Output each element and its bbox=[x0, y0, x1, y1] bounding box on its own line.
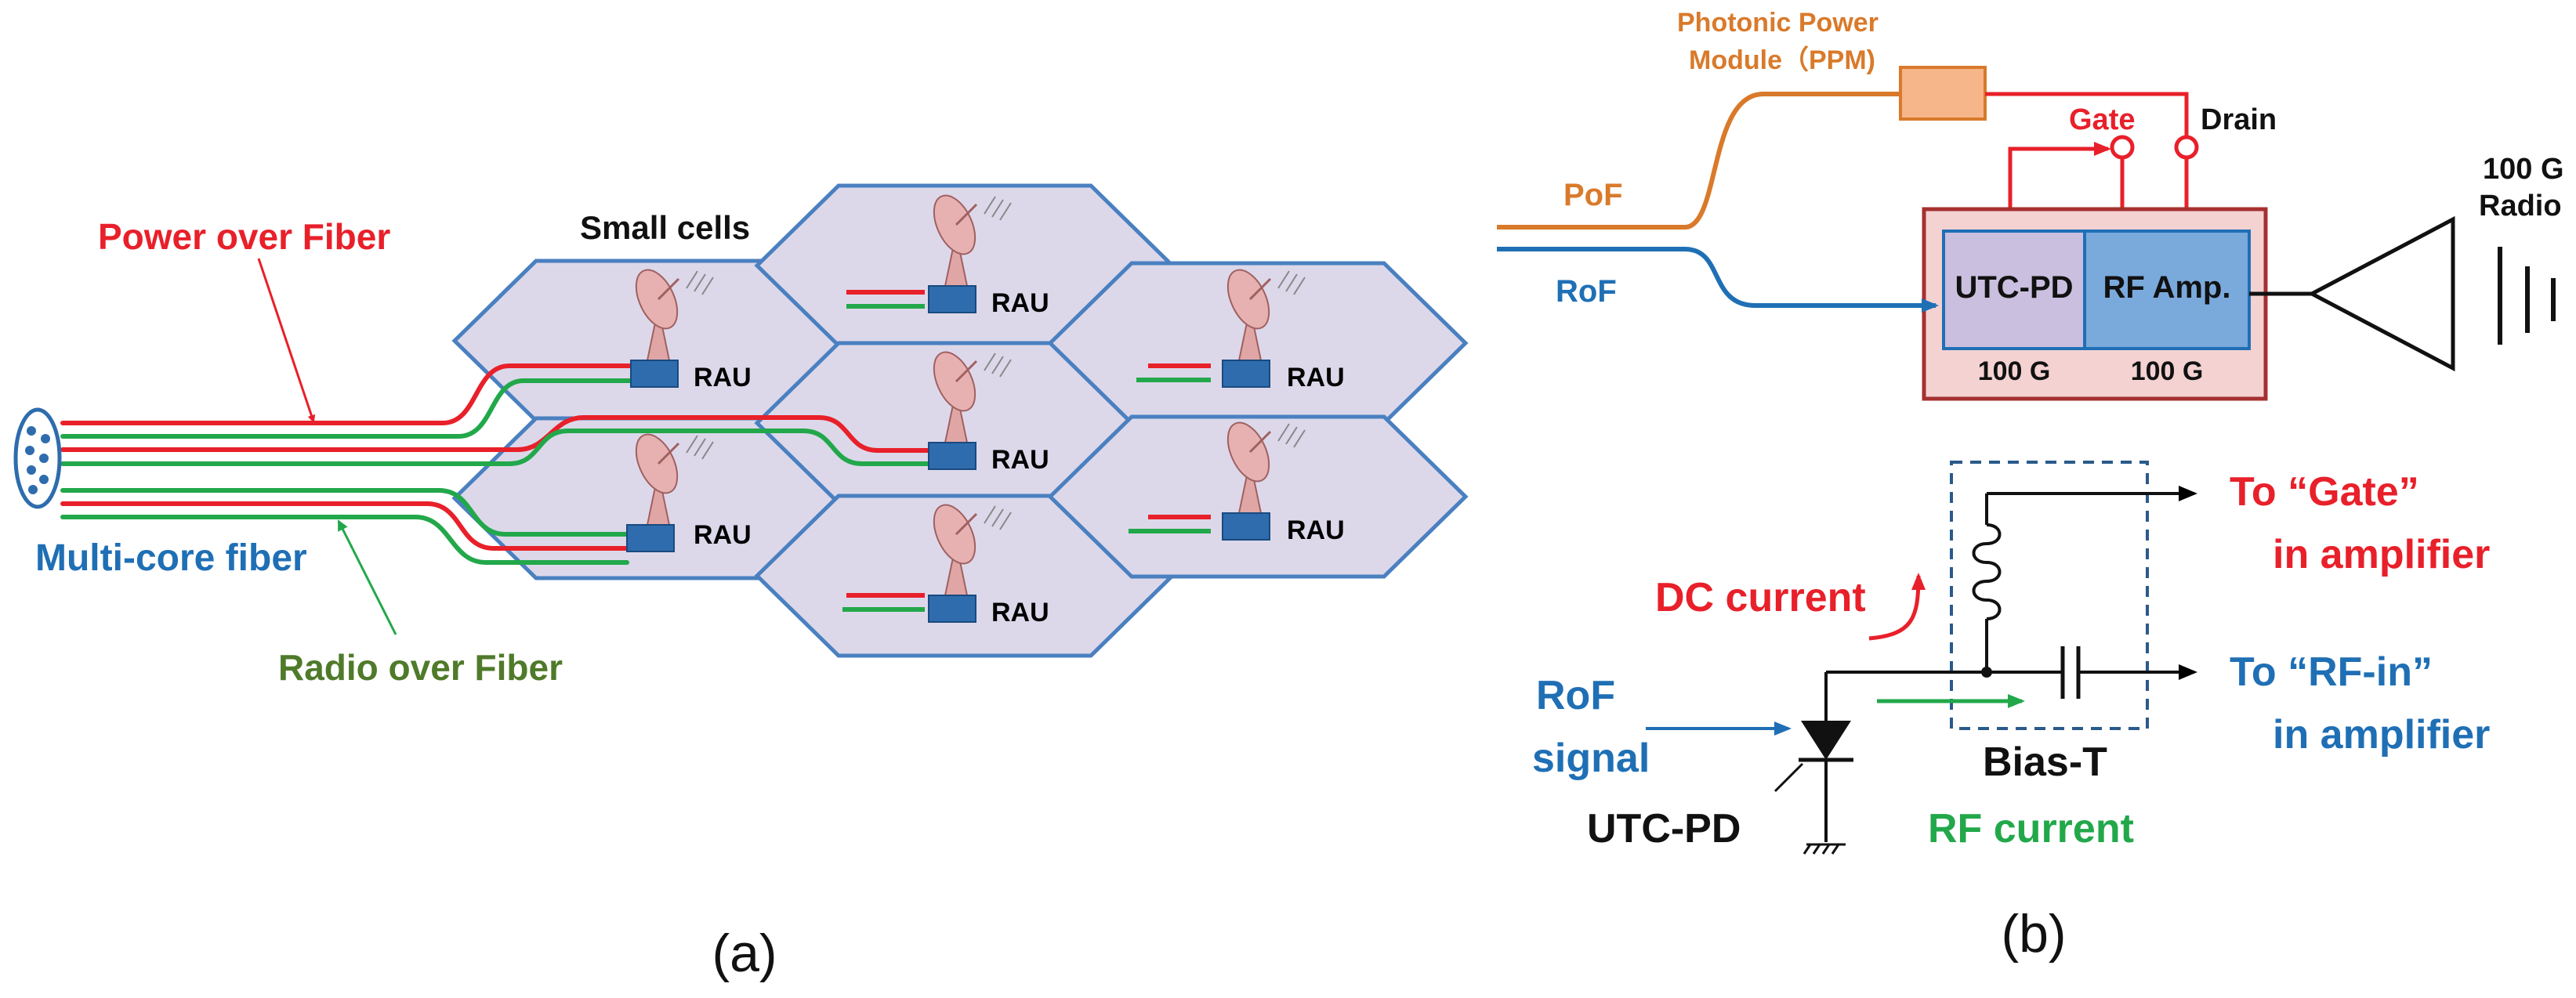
drain-label: Drain bbox=[2201, 103, 2277, 136]
rau-label: RAU bbox=[991, 288, 1049, 318]
diode-symbol bbox=[1801, 721, 1851, 760]
rau-label: RAU bbox=[694, 520, 752, 550]
to-rfin-label-line1: To “RF-in” bbox=[2230, 649, 2433, 695]
rau-unit: RAU bbox=[1218, 262, 1345, 392]
multi-core-fiber-end bbox=[13, 407, 62, 509]
rof-line bbox=[60, 488, 645, 537]
small-cells-label: Small cells bbox=[580, 209, 750, 246]
rau-unit: RAU bbox=[626, 262, 752, 392]
cell-fiber-stubs bbox=[842, 290, 1211, 612]
radio-label-line2: Radio bbox=[2479, 190, 2562, 222]
drain-wire bbox=[1985, 92, 2189, 137]
rf-amp-block bbox=[2083, 230, 2251, 350]
fiber-bundle bbox=[60, 363, 951, 565]
rof-line bbox=[60, 515, 629, 565]
rf-amp-block-label: RF Amp. bbox=[2103, 270, 2231, 305]
rau-label: RAU bbox=[991, 598, 1049, 627]
multi-core-fiber-label: Multi-core fiber bbox=[35, 537, 307, 579]
pof-line bbox=[60, 501, 629, 551]
rof-pointer-arrow bbox=[337, 519, 397, 635]
pof-pointer-arrow bbox=[257, 258, 316, 423]
rf-current-label: RF current bbox=[1928, 806, 2134, 852]
rf-amp-rate-label: 100 G bbox=[2131, 356, 2204, 386]
gate-label: Gate bbox=[2069, 103, 2135, 136]
ppm-label-line1: Photonic Power bbox=[1677, 8, 1879, 38]
ppm-box bbox=[1899, 66, 1987, 121]
rau-label: RAU bbox=[1287, 363, 1345, 392]
rof-label: RoF bbox=[1556, 274, 1617, 309]
rau-unit: RAU bbox=[924, 344, 1049, 475]
utc-pd-block-label: UTC-PD bbox=[1955, 270, 2073, 305]
dc-current-label: DC current bbox=[1655, 575, 1866, 620]
rof-line bbox=[60, 378, 645, 439]
panel-a-label: (a) bbox=[712, 924, 777, 983]
rau-units: RAU RAU RAU RAU RAU bbox=[626, 187, 1345, 627]
pof-label: PoF bbox=[1563, 178, 1623, 212]
rau-box bbox=[928, 442, 976, 470]
panel-b-bias-t: To “Gate” in amplifier DC current To “RF… bbox=[1532, 461, 2490, 964]
rau-label: RAU bbox=[991, 445, 1049, 475]
rof-line bbox=[60, 428, 951, 466]
ground-icon bbox=[1802, 843, 1846, 855]
radio-label-line1: 100 G bbox=[2483, 153, 2564, 186]
rof-signal-label-line1: RoF bbox=[1536, 673, 1615, 718]
rau-label: RAU bbox=[1287, 515, 1345, 545]
drain-terminal bbox=[2174, 135, 2199, 160]
rau-unit: RAU bbox=[626, 426, 752, 552]
bias-t-label: Bias-T bbox=[1983, 739, 2107, 785]
rau-unit: RAU bbox=[924, 187, 1049, 318]
power-over-fiber-label: Power over Fiber bbox=[98, 216, 390, 257]
rau-unit: RAU bbox=[924, 497, 1049, 627]
gate-wire bbox=[2008, 142, 2111, 231]
rau-box bbox=[928, 285, 976, 313]
bias-t-box bbox=[1950, 461, 2149, 730]
gate-terminal bbox=[2110, 135, 2135, 160]
pof-line bbox=[60, 415, 951, 453]
ppm-label-line2: Module（PPM) bbox=[1689, 45, 1875, 75]
to-gate-label-line1: To “Gate” bbox=[2230, 469, 2419, 515]
utc-pd-block bbox=[1942, 230, 2086, 350]
rof-signal-label-line2: signal bbox=[1532, 736, 1650, 781]
inductor-coil bbox=[1972, 523, 2002, 620]
rau-box bbox=[630, 360, 679, 388]
rau-box bbox=[1222, 512, 1270, 541]
rau-label: RAU bbox=[694, 363, 752, 392]
utc-pd-diode-label: UTC-PD bbox=[1587, 806, 1741, 852]
pof-line bbox=[60, 363, 645, 425]
panel-a: RAU RAU RAU RAU RAU bbox=[13, 183, 1469, 983]
pof-fiber bbox=[1497, 92, 1900, 230]
horn-antenna bbox=[2307, 215, 2455, 372]
radio-waves-icon bbox=[2498, 247, 2556, 345]
rau-box bbox=[928, 595, 976, 623]
dc-current-arrow bbox=[1868, 573, 1926, 641]
radio-over-fiber-label: Radio over Fiber bbox=[278, 647, 563, 688]
panel-b-top: UTC-PD RF Amp. 100 G 100 G Photonic Powe… bbox=[1497, 8, 2564, 401]
to-rfin-label-line2: in amplifier bbox=[2273, 712, 2490, 758]
rau-box bbox=[1222, 360, 1270, 388]
to-gate-label-line2: in amplifier bbox=[2273, 532, 2490, 577]
utc-pd-rate-label: 100 G bbox=[1978, 356, 2051, 386]
rau-unit: RAU bbox=[1218, 414, 1345, 545]
rau-box bbox=[626, 524, 675, 552]
panel-b-label: (b) bbox=[2001, 904, 2066, 964]
rof-fiber bbox=[1497, 247, 1939, 313]
